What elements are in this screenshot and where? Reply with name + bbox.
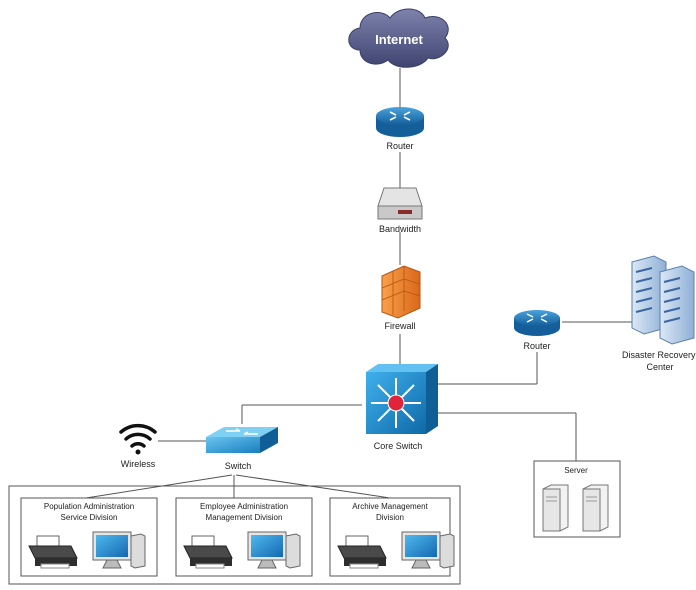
server-tower-icon (582, 484, 609, 532)
router-icon (514, 310, 560, 336)
core-switch-icon (366, 364, 438, 434)
internet-cloud-icon: Internet (348, 8, 449, 68)
dr-center-label-line1: Disaster Recovery (622, 350, 696, 360)
firewall-icon (381, 265, 421, 319)
dr-center-label-line2: Center (646, 362, 673, 372)
server-rack-icon (631, 255, 695, 345)
wireless-label: Wireless (121, 459, 156, 469)
division-title-line2: Service Division (60, 513, 118, 522)
division-title-line1: Employee Administration (199, 502, 289, 511)
links (85, 68, 632, 499)
dr-router-label: Router (523, 341, 550, 351)
server-label: Server (564, 466, 588, 475)
switch-icon (206, 427, 278, 453)
server-tower-icon (542, 484, 569, 532)
wifi-icon (119, 424, 157, 455)
switch-label: Switch (225, 461, 252, 471)
divisions-container (8, 485, 461, 585)
router-icon (376, 107, 424, 137)
desktop-computer-icon (401, 531, 455, 569)
division-title-line2: Division (375, 513, 404, 522)
division-title-line1: Archive Management (352, 502, 428, 511)
bandwidth-device-icon (377, 187, 423, 220)
printer-icon (28, 535, 78, 569)
bandwidth-label: Bandwidth (379, 224, 421, 234)
division-title-line1: Population Administration (43, 502, 135, 511)
desktop-computer-icon (92, 531, 146, 569)
printer-icon (183, 535, 233, 569)
printer-icon (337, 535, 387, 569)
division-title-line2: Management Division (205, 513, 283, 522)
division-boxes (20, 497, 455, 577)
core-switch-label: Core Switch (374, 441, 423, 451)
firewall-label: Firewall (384, 321, 415, 331)
top-router-label: Router (386, 141, 413, 151)
desktop-computer-icon (247, 531, 301, 569)
internet-label: Internet (375, 32, 423, 47)
